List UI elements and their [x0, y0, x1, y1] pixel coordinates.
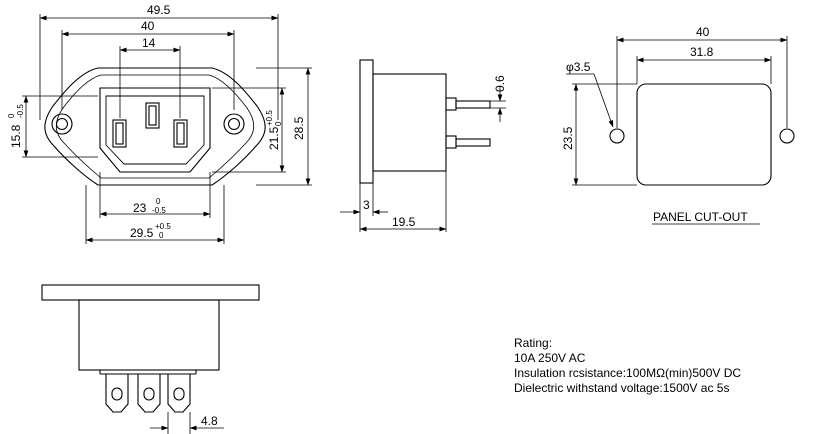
side-view [359, 59, 491, 184]
neutral-pin [173, 119, 188, 148]
bottom-terminal-right [167, 373, 191, 413]
front-view-labels: 49.5 40 14 15.8 0 -0.5 21.5 +0.5 0 28.5 … [7, 3, 306, 240]
dim-overall-height-group: 28.5 [292, 116, 306, 140]
cutout-view-labels: 40 31.8 φ3.5 23.5 PANEL CUT-OUT [561, 25, 748, 224]
rating-line-dielectric: Dielectric withstand voltage:1500V ac 5s [514, 381, 730, 395]
bottom-view-dimensions [150, 412, 224, 434]
dim-flange-width: 29.5 [130, 226, 154, 240]
dim-left-height-tol-upper: 0 [7, 113, 16, 118]
dim-body-width-tol-upper: 0 [156, 197, 161, 206]
dim-body-width: 23 [133, 201, 147, 215]
bottom-view [41, 284, 260, 413]
dim-cutout-hole-spacing: 40 [696, 25, 710, 39]
rating-title: Rating: [514, 336, 553, 350]
cutout-view [609, 83, 795, 186]
socket-cavity [105, 95, 205, 165]
dim-left-height-tol-lower: -0.5 [16, 104, 25, 118]
dim-terminal-thickness: 0.6 [493, 75, 507, 92]
front-view-dimensions [22, 14, 312, 244]
dim-body-height-tol-upper: +0.5 [265, 110, 274, 126]
side-terminal-lower [445, 135, 457, 149]
bottom-terminal-left [105, 373, 129, 413]
bottom-body [78, 299, 220, 371]
dim-cutout-height: 23.5 [561, 126, 575, 150]
bottom-view-labels: 4.8 [201, 414, 218, 428]
left-mounting-hole [51, 113, 73, 135]
dim-body-height: 21.5 [267, 126, 281, 150]
cutout-view-dimensions [566, 36, 788, 225]
dim-flange-thickness: 3 [363, 198, 370, 212]
front-flange-inner [55, 74, 255, 179]
dim-body-height-group: 21.5 +0.5 0 [265, 110, 283, 150]
dim-hole-spacing: 40 [141, 19, 155, 33]
front-flange-outline [44, 67, 266, 186]
rating-line-insulation: Insulation rcsistance:100MΩ(min)500V DC [514, 366, 742, 380]
dim-body-height-tol-lower: 0 [274, 121, 283, 126]
side-view-labels: 0.6 3 19.5 [363, 75, 507, 229]
side-view-dimensions [340, 86, 506, 232]
right-mounting-hole [223, 113, 245, 135]
cutout-rectangle [636, 83, 772, 186]
bottom-terminal-center [137, 373, 161, 413]
rating-line-current: 10A 250V AC [514, 351, 586, 365]
dim-terminal-width: 4.8 [201, 414, 218, 428]
side-terminal-upper [445, 97, 457, 111]
dim-pin-spacing: 14 [142, 36, 156, 50]
dim-overall-width: 49.5 [147, 3, 171, 17]
cutout-right-hole [779, 128, 795, 144]
dim-cutout-hole-diameter: φ3.5 [566, 60, 591, 74]
side-flange [359, 59, 374, 184]
bottom-flange [41, 284, 260, 301]
dim-left-height-group: 15.8 0 -0.5 [7, 104, 25, 148]
dim-flange-width-tol-lower: 0 [159, 231, 164, 240]
cutout-caption: PANEL CUT-OUT [653, 210, 748, 224]
dim-side-depth: 19.5 [392, 215, 416, 229]
side-body [372, 73, 447, 172]
rating-block: Rating: 10A 250V AC Insulation rcsistanc… [514, 336, 741, 396]
earth-pin [145, 102, 160, 129]
dim-overall-height: 28.5 [292, 116, 306, 140]
dim-flange-width-tol-upper: +0.5 [155, 222, 171, 231]
socket-body-outer [99, 87, 211, 173]
cutout-left-hole [609, 128, 625, 144]
dim-body-width-tol-lower: -0.5 [152, 206, 166, 215]
live-pin [112, 119, 127, 148]
front-view [44, 67, 266, 186]
dim-cutout-width: 31.8 [690, 45, 714, 59]
dim-left-height: 15.8 [9, 124, 23, 148]
